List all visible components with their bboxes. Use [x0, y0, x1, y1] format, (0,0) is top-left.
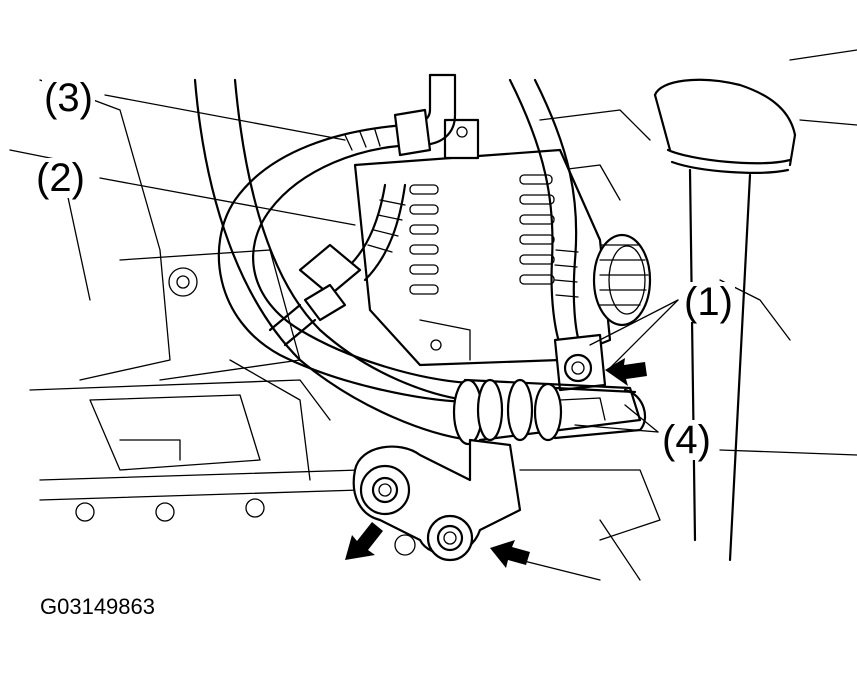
leader-line-4b: [574, 424, 659, 433]
leader-line-2: [99, 177, 356, 226]
leader-line-3: [104, 94, 346, 141]
arrow-icon: [490, 540, 530, 568]
right-pipe: [653, 49, 857, 562]
arrow-icon: [345, 522, 383, 560]
engine-background: [9, 79, 857, 581]
callout-3: (3): [42, 76, 95, 120]
alternator: [353, 118, 652, 367]
leader-line-4a: [624, 404, 659, 433]
hose-4: [452, 378, 647, 446]
arrow-indicators: [345, 358, 647, 568]
figure-id: G03149863: [40, 594, 155, 619]
thick-hose: [193, 78, 472, 442]
terminal-cable: [508, 78, 607, 392]
arrow-icon: [605, 358, 647, 386]
harness-connector: [268, 183, 407, 347]
cooling-fins: [409, 174, 555, 295]
callout-4: (4): [660, 418, 713, 462]
callout-2: (2): [34, 156, 87, 200]
callout-1: (1): [682, 280, 735, 324]
leader-line-1a: [589, 299, 679, 346]
mount-bracket: [352, 438, 522, 562]
main-cable-loop: [217, 73, 472, 404]
leader-line-1b: [607, 299, 679, 371]
leader-lines: [99, 94, 679, 433]
